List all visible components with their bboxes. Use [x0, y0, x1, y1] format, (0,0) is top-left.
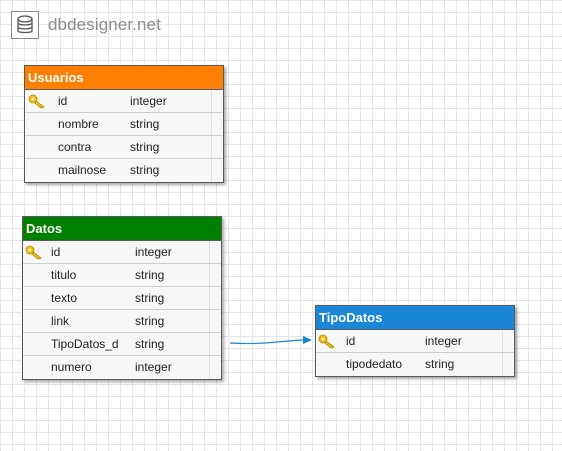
table-usuarios[interactable]: Usuarios id integer nombre string contra…	[24, 65, 224, 183]
column-name: mailnose	[58, 163, 107, 177]
column-type: integer	[130, 94, 167, 108]
column-type: string	[135, 337, 165, 351]
column-name: numero	[51, 360, 92, 374]
column-name: TipoDatos_d	[51, 337, 119, 351]
table-row[interactable]: id integer	[23, 241, 221, 264]
column-name: texto	[51, 291, 78, 305]
column-type: string	[130, 117, 160, 131]
table-row[interactable]: numero integer	[23, 356, 221, 379]
key-icon	[28, 94, 45, 109]
table-row[interactable]: texto string	[23, 287, 221, 310]
column-name: contra	[58, 140, 92, 154]
arrow-head-icon	[303, 336, 312, 344]
column-type: string	[130, 163, 160, 177]
table-header-tipodatos[interactable]: TipoDatos	[316, 306, 514, 330]
logo-box[interactable]	[11, 11, 39, 39]
relation-line[interactable]	[229, 339, 304, 345]
table-row[interactable]: id integer	[25, 90, 223, 113]
table-row[interactable]: tipodedato string	[316, 353, 514, 376]
table-row[interactable]: contra string	[25, 136, 223, 159]
table-row[interactable]: id integer	[316, 330, 514, 353]
column-name: tipodedato	[346, 357, 403, 371]
column-type: string	[135, 268, 165, 282]
row-divider	[211, 136, 212, 158]
row-divider	[502, 353, 503, 376]
column-name: link	[51, 314, 70, 328]
table-row[interactable]: TipoDatos_d string	[23, 333, 221, 356]
logo-text[interactable]: dbdesigner.net	[48, 15, 161, 34]
row-divider	[209, 241, 210, 263]
column-type: string	[425, 357, 455, 371]
row-divider	[211, 90, 212, 112]
column-type: string	[135, 314, 165, 328]
table-row[interactable]: link string	[23, 310, 221, 333]
column-type: integer	[425, 334, 462, 348]
table-rows: id integer titulo string texto string li…	[23, 241, 221, 379]
table-header-datos[interactable]: Datos	[23, 217, 221, 241]
key-icon	[318, 334, 335, 349]
column-type: string	[135, 291, 165, 305]
column-name: titulo	[51, 268, 77, 282]
table-rows: id integer tipodedato string	[316, 330, 514, 376]
database-icon	[17, 15, 33, 34]
column-type: string	[130, 140, 160, 154]
column-name: id	[58, 94, 68, 108]
column-name: id	[346, 334, 356, 348]
column-type: integer	[135, 245, 172, 259]
table-datos[interactable]: Datos id integer titulo string texto str…	[22, 216, 222, 380]
row-divider	[502, 330, 503, 352]
table-row[interactable]: nombre string	[25, 113, 223, 136]
row-divider	[209, 356, 210, 379]
table-header-usuarios[interactable]: Usuarios	[25, 66, 223, 90]
column-type: integer	[135, 360, 172, 374]
column-name: nombre	[58, 117, 99, 131]
row-divider	[211, 113, 212, 135]
table-tipodatos[interactable]: TipoDatos id integer tipodedato string	[315, 305, 515, 377]
row-divider	[211, 159, 212, 182]
row-divider	[209, 333, 210, 355]
row-divider	[209, 287, 210, 309]
row-divider	[209, 264, 210, 286]
key-icon	[25, 245, 42, 260]
column-name: id	[51, 245, 61, 259]
table-rows: id integer nombre string contra string m…	[25, 90, 223, 182]
table-row[interactable]: mailnose string	[25, 159, 223, 182]
table-row[interactable]: titulo string	[23, 264, 221, 287]
row-divider	[209, 310, 210, 332]
